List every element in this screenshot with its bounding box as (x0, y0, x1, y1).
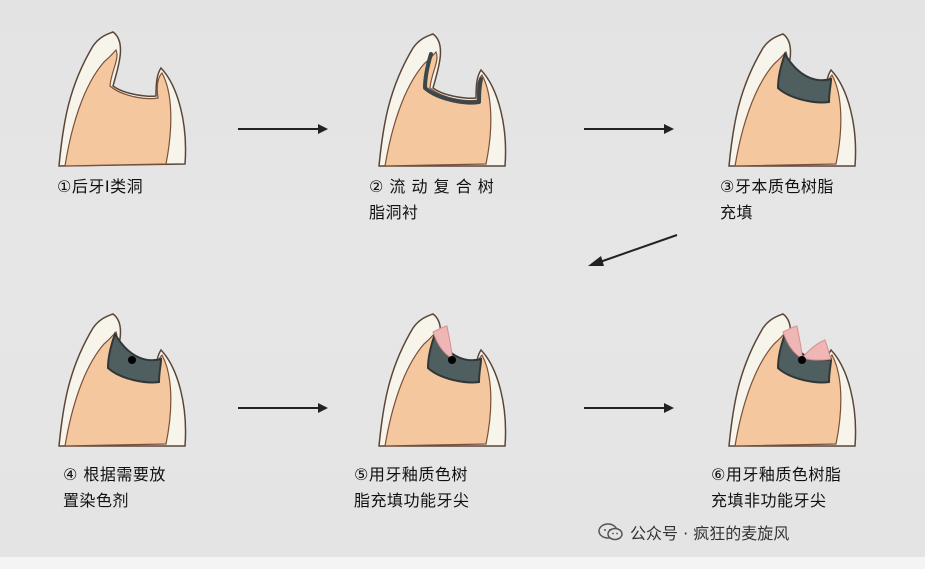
dentin-layer (64, 48, 172, 167)
step-2-caption: ② 流 动 复 合 树 脂洞衬 (369, 177, 495, 222)
tooth-diagram-6 (728, 313, 857, 447)
tooth-step-5 (375, 310, 525, 455)
tooth-diagram-4 (58, 313, 187, 447)
step-1-caption: ①后牙Ⅰ类洞 (57, 177, 144, 196)
arrow-step5-to-step6 (584, 403, 674, 413)
functional-cusp-enamel (782, 325, 803, 359)
arrow-step4-to-step5 (238, 403, 328, 413)
tooth-step-3 (725, 30, 875, 175)
watermark-text: 公众号 · 疯狂的麦旋风 (630, 524, 790, 543)
flowable-liner (423, 52, 483, 105)
dentin-composite (776, 51, 833, 104)
step-6-caption: ⑥用牙釉质色树脂 充填非功能牙尖 (711, 465, 842, 510)
step-3-caption: ③牙本质色树脂 充填 (720, 177, 834, 222)
arrow-step2-to-step3 (584, 124, 674, 134)
wechat-watermark: 公众号 · 疯狂的麦旋风 (598, 520, 789, 544)
tooth-diagram-3 (728, 33, 857, 167)
tooth-step-4 (55, 310, 205, 455)
arrow-step3-to-step4 (588, 234, 678, 266)
wechat-icon (598, 523, 623, 541)
tooth-step-1 (55, 28, 205, 173)
stain-dot (128, 356, 136, 364)
nonfunctional-cusp-enamel (801, 339, 832, 361)
dentin-layer (384, 50, 492, 167)
tooth-diagram-2 (378, 33, 507, 167)
tooth-step-2 (375, 30, 525, 175)
step-5-caption: ⑤用牙釉质色树 脂充填功能牙尖 (354, 465, 470, 510)
tooth-step-6 (725, 310, 875, 455)
arrow-step1-to-step2 (238, 124, 328, 134)
stain-dot (798, 356, 806, 364)
tooth-diagram-1 (58, 31, 187, 167)
step-4-caption: ④ 根据需要放 置染色剂 (63, 465, 166, 510)
stain-dot (448, 356, 456, 364)
functional-cusp-enamel (432, 325, 453, 359)
tooth-diagram-5 (378, 313, 507, 447)
